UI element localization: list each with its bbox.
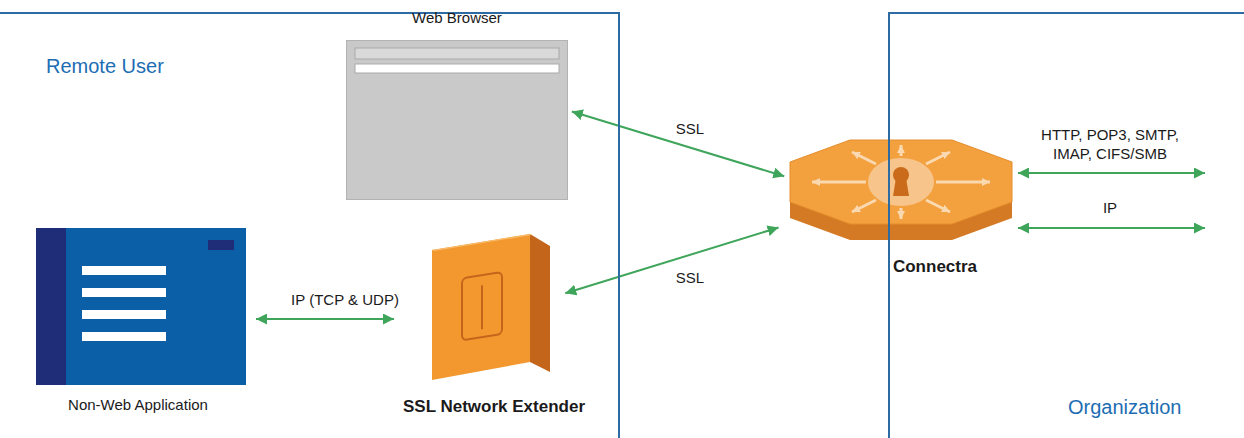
application-window-art — [36, 228, 246, 385]
node-label: Connectra — [893, 257, 977, 277]
extender-device-art — [414, 232, 550, 382]
region-panel: Organization — [888, 12, 1244, 438]
application-window: Non-Web Application — [36, 228, 246, 385]
node-label: SSL Network Extender — [403, 397, 585, 417]
gateway-octagon: Connectra — [790, 140, 1012, 240]
region-title: Remote User — [46, 54, 164, 78]
connector-arrow — [256, 318, 394, 320]
node-label: Web Browser — [412, 9, 502, 27]
connector-arrow — [1018, 172, 1205, 174]
edge-label: IP (TCP & UDP) — [288, 291, 402, 310]
browser-window: Web Browser — [346, 40, 568, 200]
region-title: Organization — [1068, 395, 1181, 419]
connector-arrow — [572, 112, 784, 177]
edge-label: HTTP, POP3, SMTP, IMAP, CIFS/SMB — [1022, 126, 1198, 164]
gateway-octagon-art — [790, 140, 1012, 240]
connector-arrow — [565, 228, 778, 294]
node-label: Non-Web Application — [68, 396, 208, 414]
browser-window-art — [346, 40, 568, 200]
connector-arrow — [1018, 227, 1205, 229]
edge-label: SSL — [673, 120, 707, 139]
extender-device: SSL Network Extender — [414, 232, 550, 382]
edge-label: SSL — [673, 269, 707, 288]
edge-label: IP — [1100, 199, 1120, 218]
region-panel: Remote User Web BrowserNon-Web Applicatio… — [0, 12, 620, 438]
